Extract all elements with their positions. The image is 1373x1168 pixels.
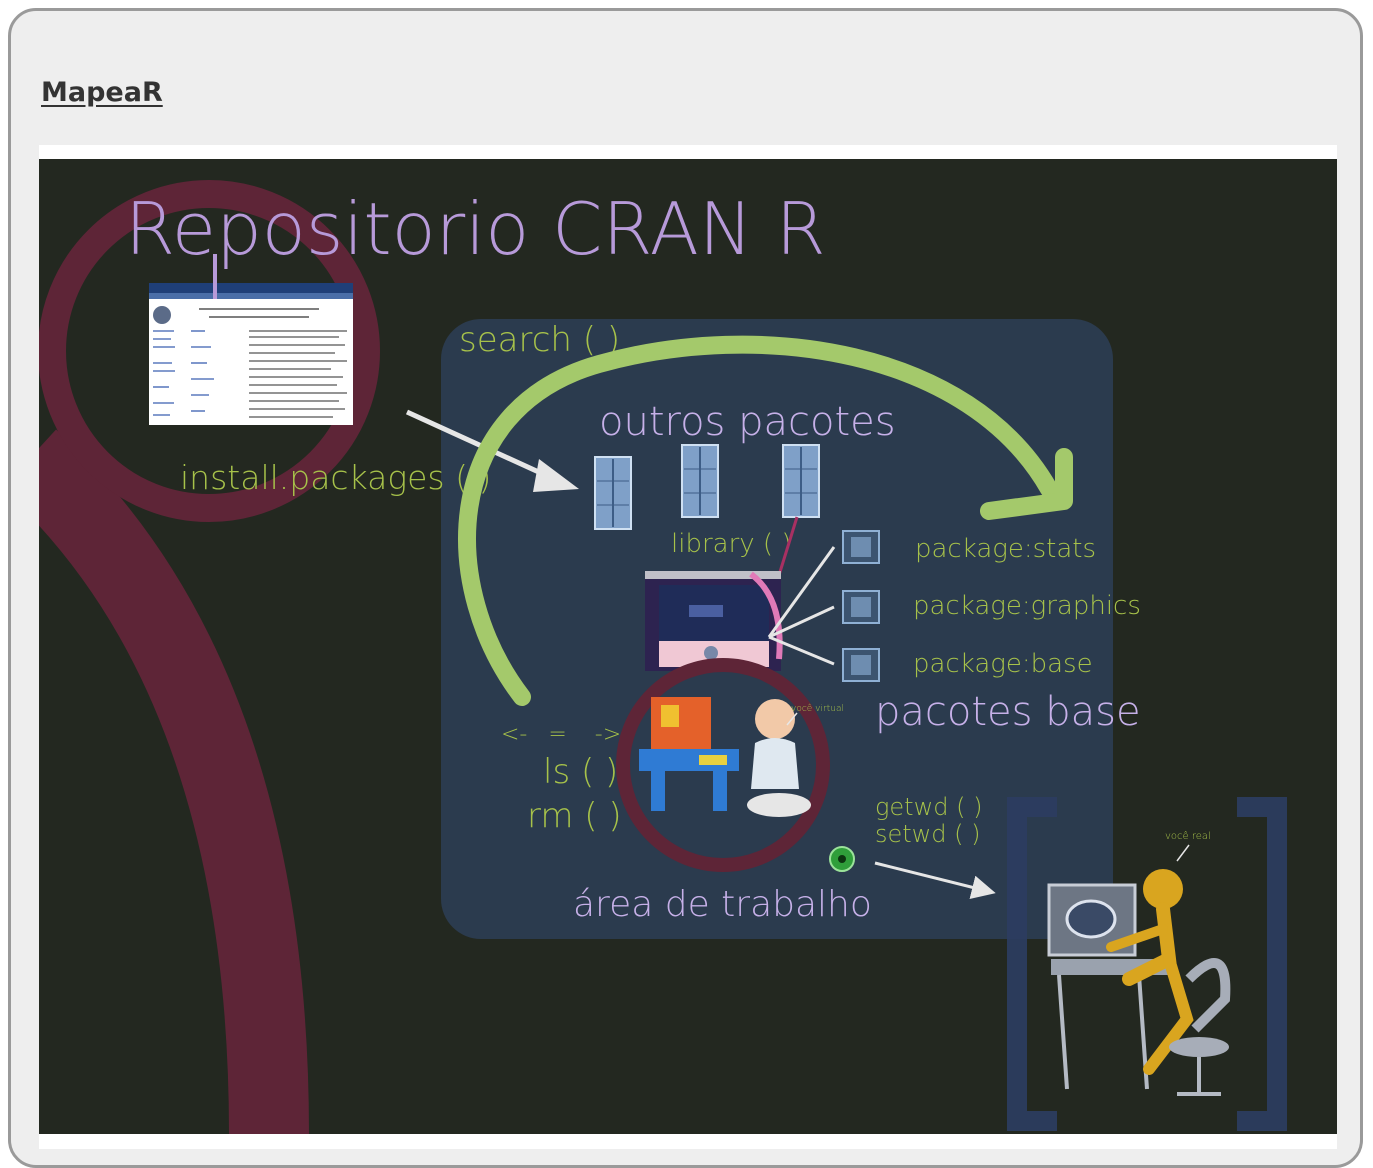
baby-figure bbox=[747, 699, 811, 817]
computer-user-icon bbox=[1047, 869, 1231, 1096]
r-logo-icon bbox=[153, 306, 171, 324]
search-arrow-head bbox=[980, 448, 1073, 520]
workspace-ring bbox=[616, 658, 830, 872]
diagram-canvas: Repositorio CRAN R bbox=[39, 159, 1337, 1134]
install-packages-label: install.packages ( ) bbox=[180, 458, 491, 497]
package-box-icon bbox=[842, 530, 880, 564]
r-logo-icon bbox=[704, 646, 718, 660]
pacotes-base-label: pacotes base bbox=[875, 689, 1141, 735]
voce-virtual-pointer bbox=[786, 712, 798, 726]
assignment-operators-label: <- = -> bbox=[501, 722, 621, 747]
voce-real-label: você real bbox=[1165, 830, 1211, 842]
content-card: MapeaR Repositorio CRAN R bbox=[8, 8, 1363, 1168]
right-bracket bbox=[1237, 797, 1287, 1131]
setwd-label: setwd ( ) bbox=[875, 820, 981, 848]
left-bracket bbox=[1007, 797, 1057, 1131]
real-user-arrow bbox=[874, 861, 996, 900]
cran-webpage-thumbnail bbox=[149, 283, 353, 425]
install-arrow-head bbox=[533, 459, 579, 492]
package-base-label: package:base bbox=[913, 649, 1093, 679]
bookshelf-icon bbox=[782, 444, 820, 518]
package-stats-label: package:stats bbox=[915, 534, 1096, 564]
bookshelf-icon bbox=[594, 456, 632, 530]
package-box-icon bbox=[842, 648, 880, 682]
search-path-arrow bbox=[458, 335, 1058, 706]
base-package-links bbox=[767, 546, 836, 666]
cran-ring bbox=[39, 180, 380, 522]
rm-label: rm ( ) bbox=[527, 796, 622, 836]
getwd-label: getwd ( ) bbox=[875, 793, 982, 821]
package-graphics-label: package:graphics bbox=[913, 591, 1141, 621]
search-label: search ( ) bbox=[459, 320, 620, 360]
outros-pacotes-label: outros pacotes bbox=[599, 399, 896, 445]
diagram-heading: Repositorio CRAN R bbox=[125, 187, 826, 271]
voce-virtual-label: você virtual bbox=[791, 703, 844, 714]
bookshelf-icon bbox=[681, 444, 719, 518]
r-console-thumbnail bbox=[645, 571, 783, 671]
package-box-icon bbox=[842, 590, 880, 624]
library-label: library ( ) bbox=[671, 529, 791, 559]
toy-workbench-icon bbox=[639, 697, 739, 811]
ls-label: ls ( ) bbox=[543, 752, 618, 792]
voce-real-pointer bbox=[1176, 844, 1190, 862]
area-de-trabalho-label: área de trabalho bbox=[573, 884, 872, 925]
page-title-link[interactable]: MapeaR bbox=[41, 77, 163, 108]
mapear-diagram: Repositorio CRAN R bbox=[39, 145, 1337, 1149]
left-decorative-arc bbox=[39, 429, 309, 1134]
